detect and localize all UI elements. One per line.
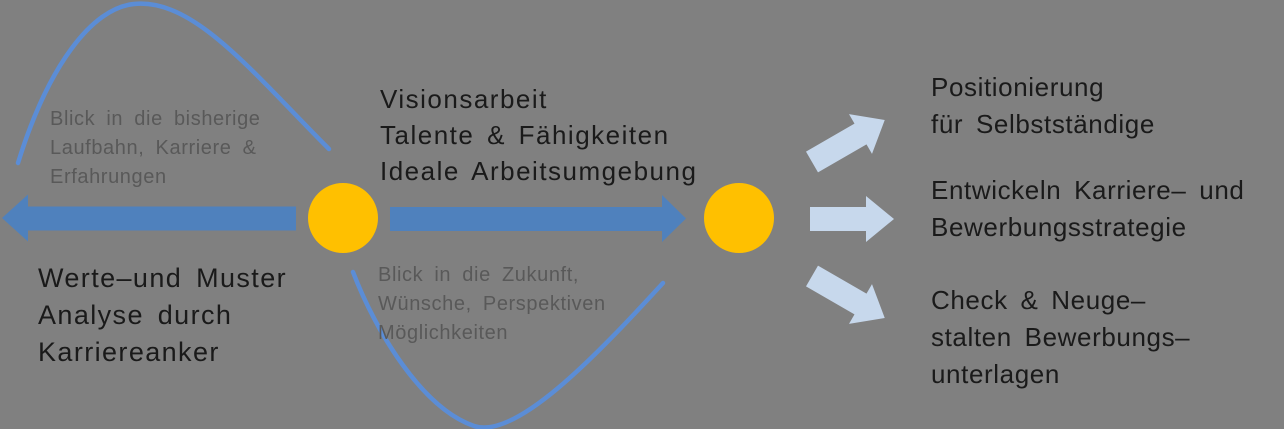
- outcome-line: unterlagen: [931, 359, 1060, 389]
- vision-note-line: Blick in die Zukunft,: [378, 264, 580, 286]
- past-title-line: Analyse durch: [38, 300, 233, 330]
- outcome-line: für Selbstständige: [931, 109, 1155, 139]
- life-curve-arch: [15, 1, 332, 166]
- vision-note: Blick in die Zukunft, Wünsche, Perspekti…: [378, 261, 606, 348]
- vision-title-line: Visionsarbeit: [380, 84, 548, 114]
- outcome-strategy: Entwickeln Karriere– und Bewerbungsstrat…: [931, 172, 1244, 246]
- vision-note-line: Möglichkeiten: [378, 322, 509, 344]
- outcome-line: Positionierung: [931, 72, 1105, 102]
- past-arrow: [2, 194, 296, 242]
- vision-title-line: Ideale Arbeitsumgebung: [380, 156, 698, 186]
- past-note-line: Blick in die bisherige: [50, 108, 261, 130]
- past-title: Werte–und Muster Analyse durch Karrierea…: [38, 260, 287, 371]
- outcome-line: stalten Bewerbungs–: [931, 322, 1191, 352]
- vision-title: Visionsarbeit Talente & Fähigkeiten Idea…: [380, 81, 697, 189]
- vision-title-line: Talente & Fähigkeiten: [380, 120, 670, 150]
- outcome-arrow-middle: [810, 196, 894, 242]
- outcome-documents: Check & Neuge– stalten Bewerbungs– unter…: [931, 282, 1190, 393]
- past-note-line: Laufbahn, Karriere &: [50, 137, 257, 159]
- outcome-positioning: Positionierung für Selbstständige: [931, 69, 1155, 143]
- past-title-line: Karriereanker: [38, 337, 220, 367]
- past-note: Blick in die bisherige Laufbahn, Karrier…: [50, 105, 261, 192]
- outcome-arrow-down: [806, 265, 885, 324]
- past-note-line: Erfahrungen: [50, 166, 167, 188]
- future-arrow: [390, 195, 686, 242]
- past-title-line: Werte–und Muster: [38, 263, 288, 293]
- outcome-line: Check & Neuge–: [931, 285, 1146, 315]
- outcome-line: Entwickeln Karriere– und: [931, 175, 1245, 205]
- outcome-arrow-up: [806, 114, 885, 173]
- outcome-line: Bewerbungsstrategie: [931, 212, 1187, 242]
- milestone-circle-present: [308, 183, 378, 253]
- vision-note-line: Wünsche, Perspektiven: [378, 293, 606, 315]
- milestone-circle-vision: [704, 183, 774, 253]
- life-curve-valley: [350, 269, 666, 429]
